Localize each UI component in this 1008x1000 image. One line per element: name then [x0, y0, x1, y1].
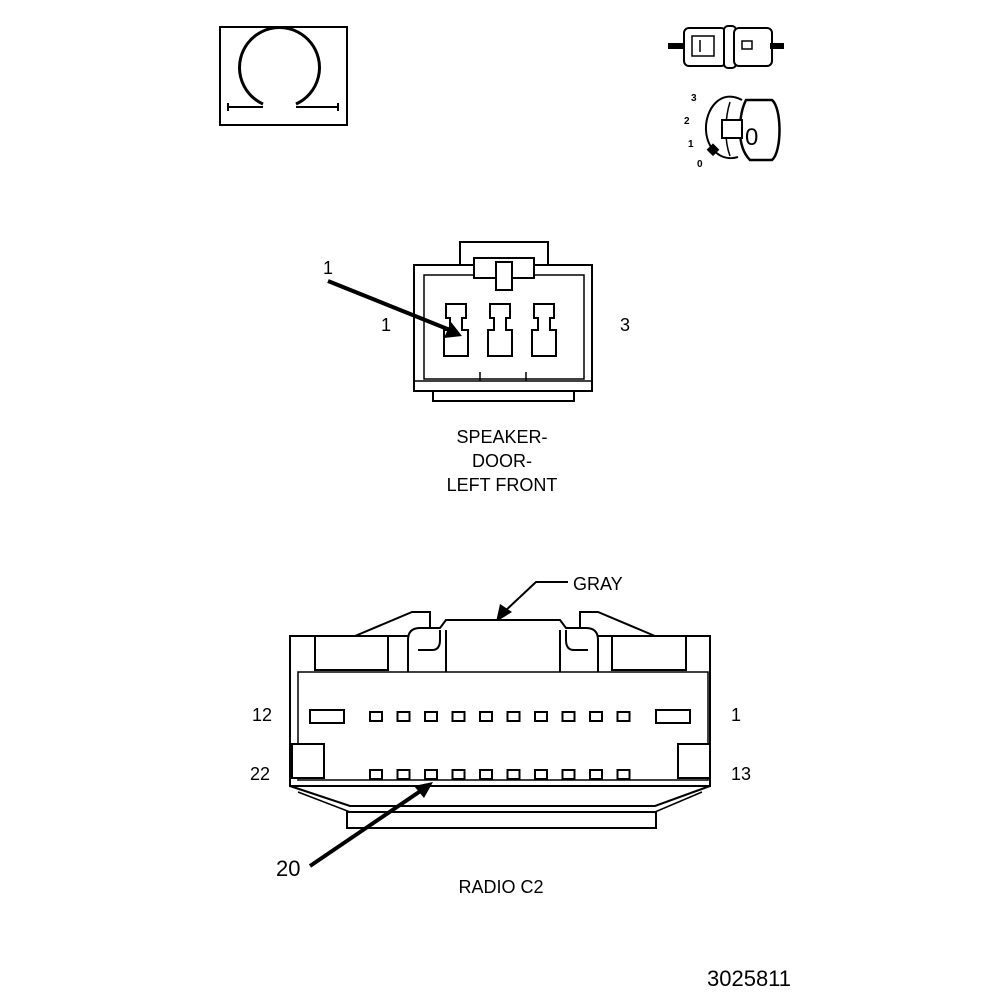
radio-pin-cavity	[561, 769, 576, 780]
key-position-1: 1	[688, 139, 694, 150]
speaker-label-line-1: SPEAKER-	[456, 427, 547, 447]
callout-arrowhead	[414, 782, 433, 798]
radio-connector	[289, 581, 711, 868]
radio-pin-cavity	[506, 769, 521, 780]
radio-pin-cavity	[451, 711, 466, 722]
speaker-pin-cavity	[487, 303, 513, 357]
figure-number: 3025811	[707, 966, 791, 991]
radio-pin-cavity	[534, 711, 548, 722]
radio-pin-12-label: 12	[252, 705, 272, 725]
radio-pin-cavity	[534, 769, 548, 780]
radio-pin-cavity	[479, 711, 493, 722]
radio-pin-wide	[655, 709, 691, 724]
radio-pin-cavity	[424, 711, 438, 722]
radio-pin-cavity	[589, 769, 603, 780]
radio-pin-cavity	[616, 711, 631, 722]
key-position-0: 0	[697, 159, 703, 170]
radio-pin-13-label: 13	[731, 764, 751, 784]
radio-pin-cavity	[369, 711, 383, 722]
key-position-3: 3	[691, 93, 697, 104]
radio-pin-cavity	[369, 769, 383, 780]
radio-pin-cavity	[396, 711, 411, 722]
connector-plug-icon	[668, 25, 784, 69]
radio-pin-wide	[309, 709, 345, 724]
radio-pin-cavity	[424, 769, 438, 780]
ohm-symbol-icon	[219, 26, 348, 126]
radio-pin-cavity	[616, 769, 631, 780]
key-position-2: 2	[684, 116, 690, 127]
radio-pin-row-bottom	[369, 769, 631, 780]
radio-callout-number: 20	[276, 856, 300, 881]
speaker-pin-3-label: 3	[620, 315, 630, 335]
radio-pin-1-label: 1	[731, 705, 741, 725]
radio-pin-cavity	[561, 711, 576, 722]
radio-color-label: GRAY	[573, 574, 623, 594]
speaker-callout-number: 1	[323, 258, 333, 278]
callout-arrowhead	[444, 322, 462, 338]
radio-pin-cavity	[396, 769, 411, 780]
callout-arrow	[308, 788, 424, 868]
radio-pin-22-label: 22	[250, 764, 270, 784]
speaker-label-line-3: LEFT FRONT	[447, 475, 558, 495]
radio-pin-cavity	[506, 711, 521, 722]
ignition-key-icon: 3 2 1 0 0	[684, 93, 781, 170]
speaker-pin-1-label: 1	[381, 315, 391, 335]
radio-pin-row-top	[369, 711, 631, 722]
speaker-connector	[327, 241, 593, 402]
radio-pin-cavity	[479, 769, 493, 780]
key-digit: 0	[745, 124, 758, 151]
speaker-label-line-2: DOOR-	[472, 451, 532, 471]
callout-arrow	[327, 279, 451, 332]
radio-pin-cavity	[589, 711, 603, 722]
radio-connector-label: RADIO C2	[458, 877, 543, 897]
speaker-pin-cavity	[531, 303, 557, 357]
radio-pin-cavity	[451, 769, 466, 780]
